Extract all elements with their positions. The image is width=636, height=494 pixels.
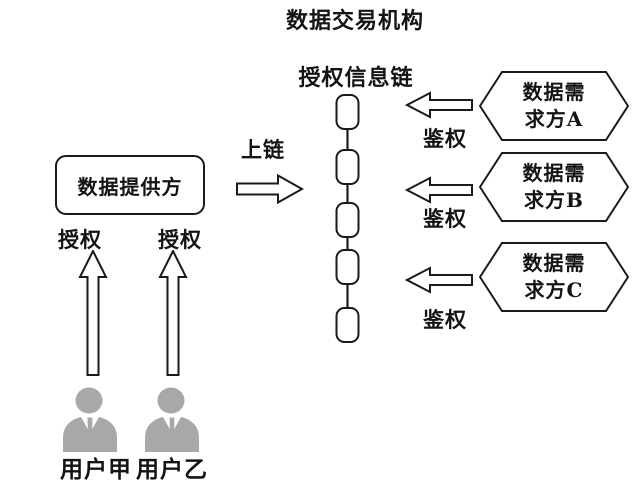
provider-box: 数据提供方: [55, 155, 205, 215]
person-icon: [145, 387, 199, 452]
authorize-label-2: 授权: [158, 227, 202, 252]
chain-link: [335, 307, 360, 343]
chain-link: [335, 94, 360, 130]
auth-label-b: 鉴权: [423, 206, 467, 231]
user-label-2: 用户乙: [136, 456, 208, 483]
auth-label-c: 鉴权: [423, 307, 467, 332]
authorize-arrow-up-icon: [158, 250, 188, 376]
auth-arrow-left-icon: [405, 176, 473, 204]
demander-b-label: 数据需 求方B: [522, 161, 586, 212]
demander-a-label: 数据需 求方A: [522, 80, 586, 131]
auth-arrow-left-icon: [405, 91, 473, 119]
authorize-arrow-up-icon: [78, 250, 108, 376]
chain-link: [335, 249, 360, 285]
demander-c-hexagon: [479, 242, 629, 312]
user-label-1: 用户甲: [60, 456, 132, 483]
uplink-label: 上链: [241, 137, 285, 162]
demander-a-hexagon: [479, 71, 629, 141]
diagram-title: 数据交易机构: [285, 8, 424, 34]
auth-arrow-left-icon: [405, 266, 473, 294]
chain-link: [335, 202, 360, 238]
chain-label: 授权信息链: [298, 65, 414, 91]
authorize-label-1: 授权: [58, 227, 102, 252]
uplink-arrow-right-icon: [236, 174, 304, 204]
provider-label: 数据提供方: [77, 174, 183, 199]
demander-b-hexagon: [479, 152, 629, 222]
authorization-chain-icon: [335, 94, 360, 343]
demander-c-label: 数据需 求方C: [522, 251, 586, 302]
auth-label-a: 鉴权: [423, 126, 467, 151]
chain-link: [335, 149, 360, 185]
person-icon: [63, 387, 117, 452]
